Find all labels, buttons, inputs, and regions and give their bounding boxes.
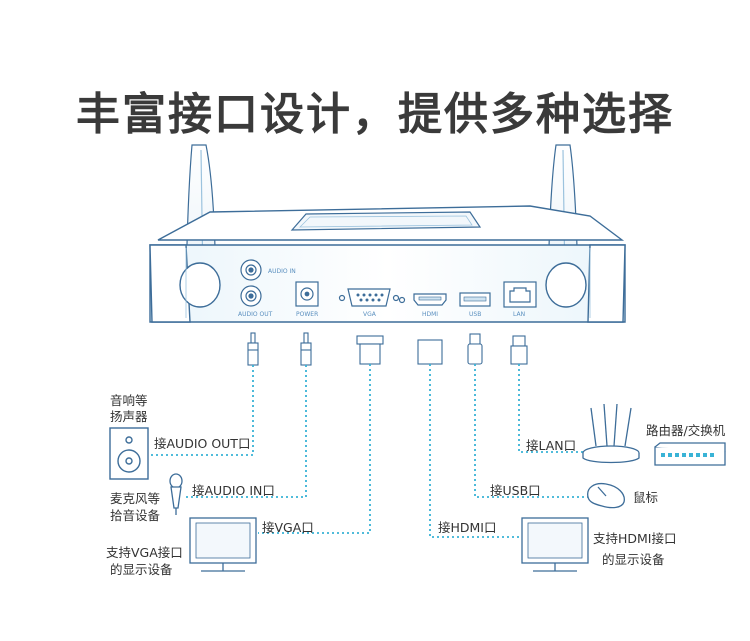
hdmi-port [413, 293, 447, 306]
port-label-audio-out: AUDIO OUT [238, 311, 273, 318]
cable-hdmi [429, 364, 522, 538]
cable-usb [474, 364, 588, 498]
audio-out-plug [247, 332, 259, 366]
hdmi-plug [417, 339, 443, 365]
vga-monitor-icon [189, 517, 257, 572]
vga-plug [356, 335, 384, 365]
microphone-icon [169, 473, 183, 515]
audio-out-port [240, 285, 262, 307]
wireless-router-icon [582, 403, 640, 464]
switch-icon [654, 442, 726, 466]
mic-label-line1: 麦克风等 [110, 491, 161, 506]
usb-plug [467, 333, 483, 365]
hdmi-device-label-line1: 支持HDMI接口 [593, 531, 677, 546]
hdmi-connection-label: 接HDMI口 [438, 520, 497, 535]
lan-connection-label: 接LAN口 [526, 438, 577, 453]
port-label-audio-in: AUDIO IN [268, 268, 296, 275]
audio-in-connection-label: 接AUDIO IN口 [192, 483, 275, 498]
lan-plug [510, 335, 528, 365]
vga-connection-label: 接VGA口 [262, 520, 314, 535]
page-title: 丰富接口设计，提供多种选择 [76, 89, 674, 140]
vga-device-label-line2: 的显示设备 [110, 562, 173, 577]
audio-in-port [240, 259, 262, 281]
lan-port [503, 281, 537, 308]
hdmi-device-label-line2: 的显示设备 [602, 552, 665, 567]
vga-port [338, 288, 400, 307]
port-label-vga: VGA [363, 311, 377, 318]
speaker-label-line1: 音响等 [110, 393, 148, 408]
mouse-label: 鼠标 [633, 490, 659, 505]
vga-device-label-line1: 支持VGA接口 [106, 545, 183, 560]
mouse-icon [587, 482, 625, 509]
nvr-body [149, 205, 626, 323]
port-label-lan: LAN [513, 311, 525, 318]
cable-lan [518, 364, 585, 453]
cable-audio-in [183, 365, 307, 498]
speaker-label-line2: 扬声器 [110, 409, 148, 424]
indicator-dot [398, 296, 406, 304]
cables [148, 364, 588, 538]
usb-connection-label: 接USB口 [490, 483, 541, 498]
cable-audio-out [148, 365, 254, 456]
audio-in-plug [300, 332, 312, 366]
router-label: 路由器/交换机 [646, 423, 726, 438]
hdmi-monitor-icon [521, 517, 589, 572]
usb-port [459, 292, 491, 307]
mic-label-line2: 拾音设备 [110, 508, 161, 523]
speaker-icon [109, 427, 149, 480]
port-label-hdmi: HDMI [422, 311, 438, 318]
audio-out-connection-label: 接AUDIO OUT口 [154, 436, 251, 451]
cable-vga [258, 364, 371, 534]
power-port [295, 281, 319, 307]
port-label-usb: USB [469, 311, 481, 318]
port-label-power: POWER [296, 311, 318, 318]
